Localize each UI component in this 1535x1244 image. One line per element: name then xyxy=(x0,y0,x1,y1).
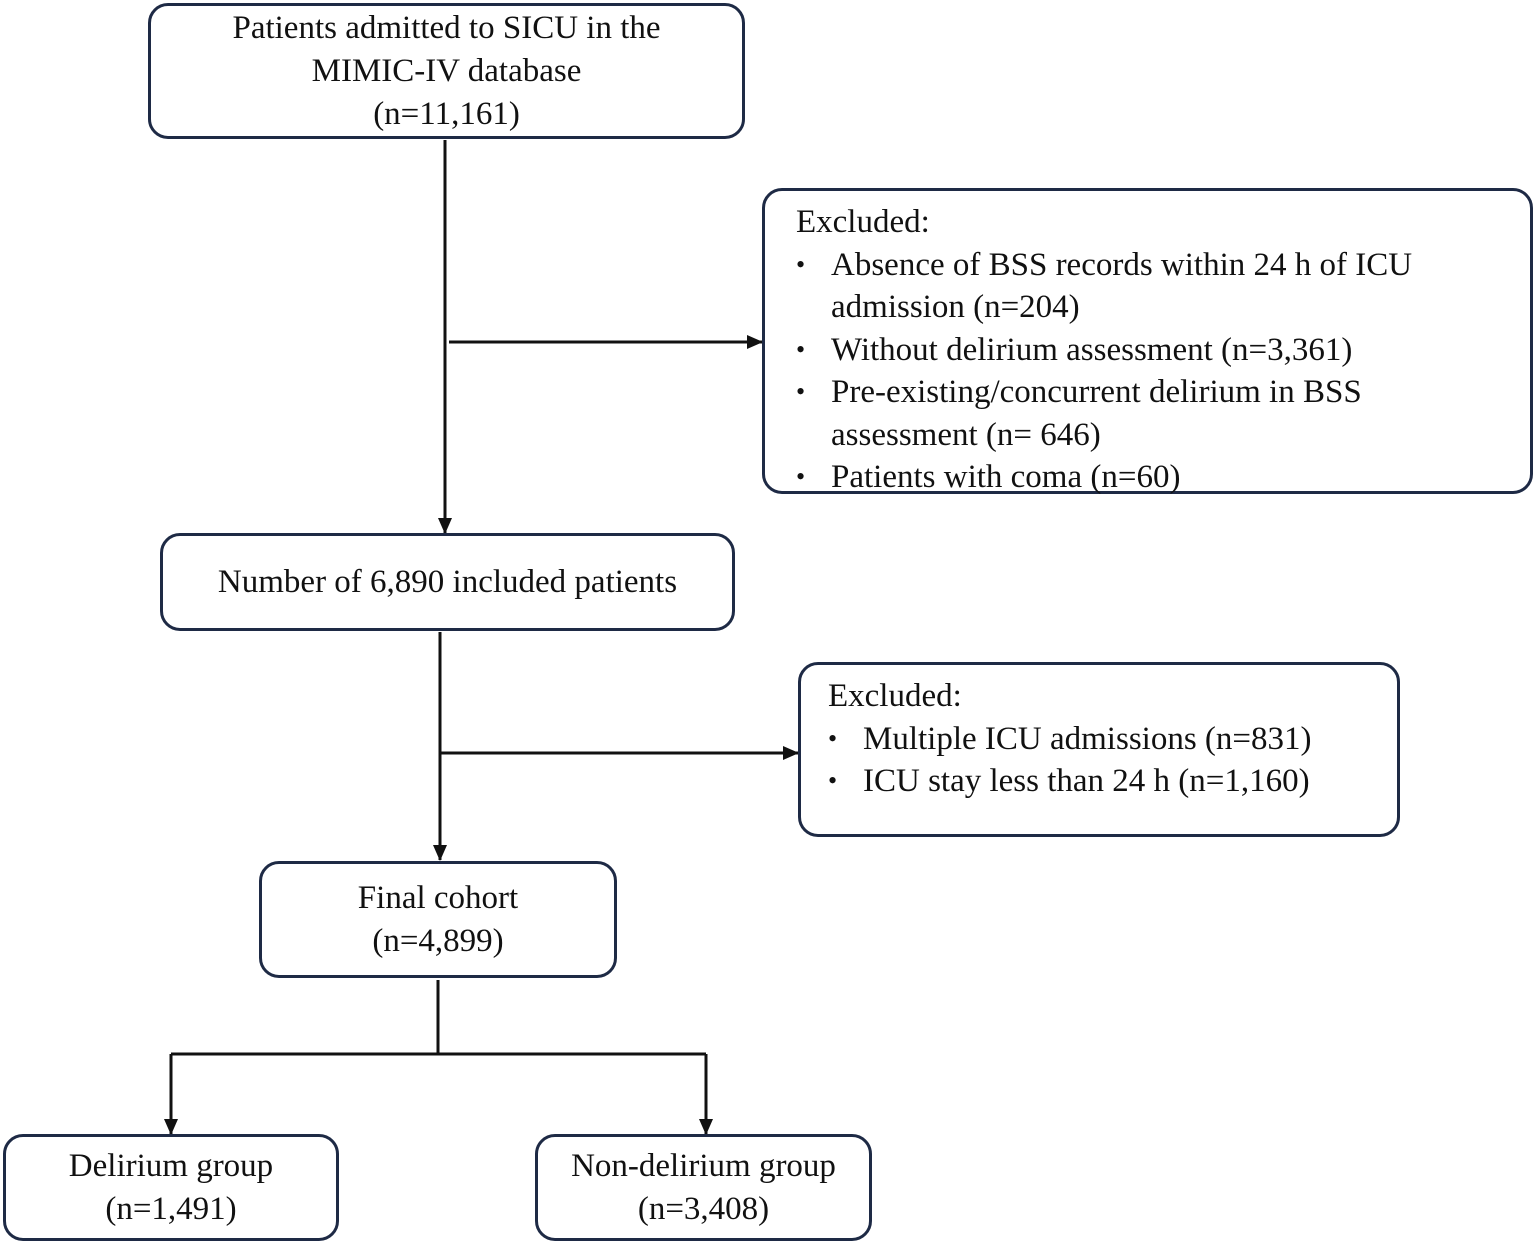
excluded-2-item: • Multiple ICU admissions (n=831) xyxy=(828,718,1397,761)
box-included-patients: Number of 6,890 included patients xyxy=(160,533,735,631)
excluded-2-item: • ICU stay less than 24 h (n=1,160) xyxy=(828,760,1397,803)
excluded-1-list: • Absence of BSS records within 24 h of … xyxy=(796,244,1530,499)
box-non-delirium-group: Non-delirium group (n=3,408) xyxy=(535,1134,872,1241)
excluded-1-item: • Patients with coma (n=60) xyxy=(796,456,1530,499)
excluded-1-item-text: Pre-existing/concurrent delirium in BSS xyxy=(831,374,1362,410)
excluded-2-title: Excluded: xyxy=(828,678,962,714)
bullet-icon: • xyxy=(796,462,806,491)
excluded-1-title: Excluded: xyxy=(796,204,930,240)
delirium-group-count: (n=1,491) xyxy=(105,1190,237,1227)
box-final-cohort: Final cohort (n=4,899) xyxy=(259,861,617,978)
excluded-1-item-text: admission (n=204) xyxy=(831,289,1080,325)
excluded-2-item-text: ICU stay less than 24 h (n=1,160) xyxy=(863,763,1310,799)
delirium-group-label: Delirium group xyxy=(68,1147,274,1184)
final-cohort-count: (n=4,899) xyxy=(372,922,504,959)
admitted-line-1: Patients admitted to SICU in the xyxy=(232,9,661,46)
excluded-1-item: • Pre-existing/concurrent delirium in BS… xyxy=(796,371,1530,456)
excluded-1-item: • Absence of BSS records within 24 h of … xyxy=(796,244,1530,329)
box-excluded-2: Excluded: • Multiple ICU admissions (n=8… xyxy=(798,662,1400,837)
bullet-icon: • xyxy=(796,249,806,279)
excluded-1-item-text: Without delirium assessment (n=3,361) xyxy=(831,331,1353,368)
excluded-1-item-text: Absence of BSS records within 24 h of IC… xyxy=(831,246,1413,283)
excluded-2-item-text: Multiple ICU admissions (n=831) xyxy=(863,720,1312,757)
admitted-count: (n=11,161) xyxy=(373,95,520,132)
box-excluded-1: Excluded: • Absence of BSS records withi… xyxy=(762,188,1533,495)
bullet-icon: • xyxy=(828,766,838,795)
included-text: Number of 6,890 included patients xyxy=(217,563,678,600)
excluded-1-item: • Without delirium assessment (n=3,361) xyxy=(796,329,1530,372)
excluded-2-list: • Multiple ICU admissions (n=831) • ICU … xyxy=(828,718,1397,803)
admitted-line-2: MIMIC-IV database xyxy=(311,52,582,89)
bullet-icon: • xyxy=(828,723,838,753)
final-cohort-label: Final cohort xyxy=(357,879,519,916)
non-delirium-group-count: (n=3,408) xyxy=(637,1190,770,1227)
excluded-1-item-text: Patients with coma (n=60) xyxy=(831,459,1181,495)
bullet-icon: • xyxy=(796,377,806,406)
excluded-1-item-text: assessment (n= 646) xyxy=(831,416,1101,453)
box-admitted-patients: Patients admitted to SICU in the MIMIC-I… xyxy=(148,3,745,139)
bullet-icon: • xyxy=(796,334,806,364)
non-delirium-group-label: Non-delirium group xyxy=(571,1147,836,1184)
box-delirium-group: Delirium group (n=1,491) xyxy=(3,1134,339,1241)
